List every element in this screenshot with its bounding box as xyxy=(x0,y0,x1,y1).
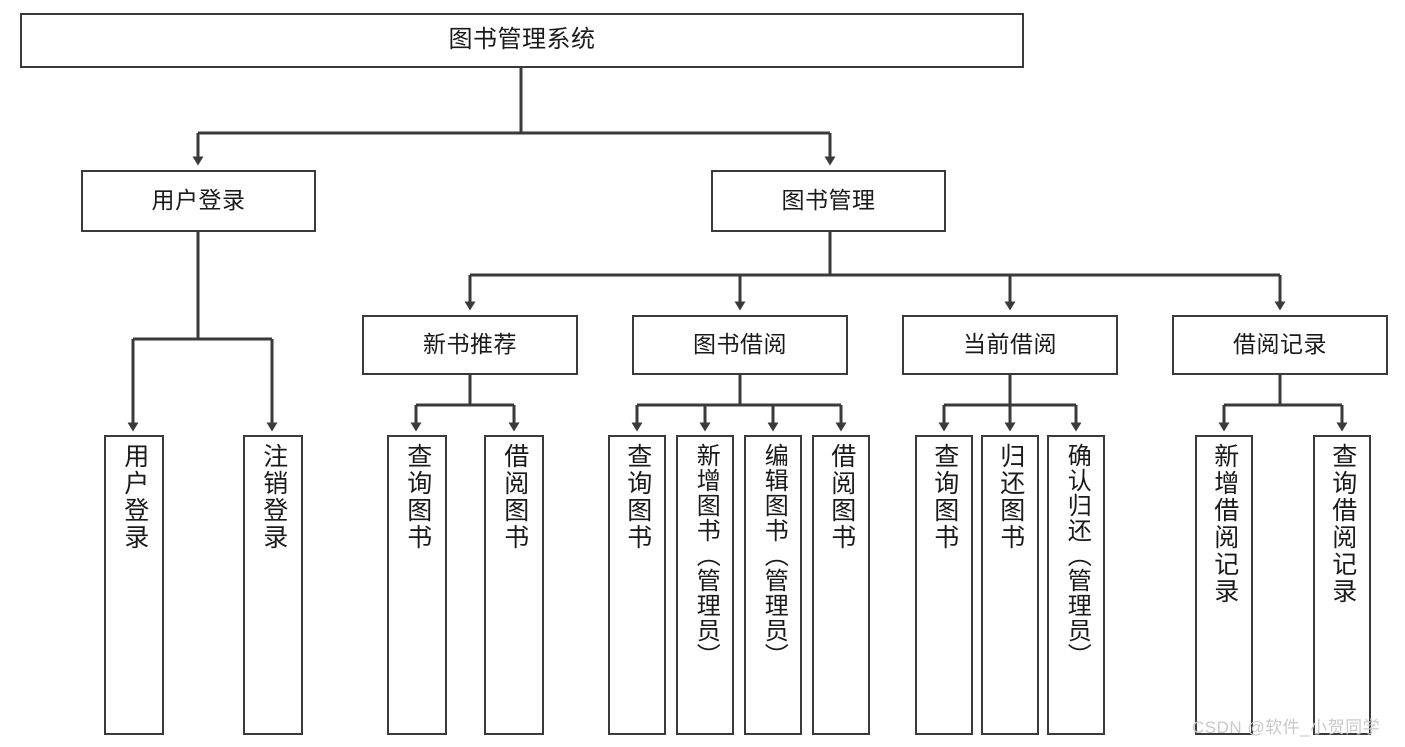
node-root-system[interactable]: 图书管理系统 xyxy=(20,13,1024,68)
node-label: 归还图书 xyxy=(996,443,1025,551)
node-leaf-query-book-1[interactable]: 查询图书 xyxy=(387,435,447,735)
node-user-login[interactable]: 用户登录 xyxy=(81,170,316,232)
watermark: CSDN @软件_小贺同学 xyxy=(1192,718,1381,737)
node-leaf-add-borrow-record[interactable]: 新增借阅记录 xyxy=(1195,435,1253,735)
node-label: 当前借阅 xyxy=(963,331,1057,358)
node-label: 借阅图书 xyxy=(500,443,529,551)
node-label: 新增借阅记录 xyxy=(1210,443,1239,605)
node-label: 确认归还（管理员） xyxy=(1063,443,1091,668)
node-leaf-borrow-book-2[interactable]: 借阅图书 xyxy=(812,435,870,735)
node-label: 编辑图书（管理员） xyxy=(760,443,788,668)
node-leaf-return-book[interactable]: 归还图书 xyxy=(981,435,1039,735)
node-leaf-confirm-return-admin[interactable]: 确认归还（管理员） xyxy=(1047,435,1105,735)
node-leaf-query-book-2[interactable]: 查询图书 xyxy=(608,435,666,735)
node-label: 查询借阅记录 xyxy=(1328,443,1357,605)
node-leaf-query-book-3[interactable]: 查询图书 xyxy=(915,435,973,735)
node-label: 查询图书 xyxy=(930,443,959,551)
node-borrow-record[interactable]: 借阅记录 xyxy=(1172,315,1388,375)
node-label: 用户登录 xyxy=(151,187,246,214)
node-leaf-edit-book-admin[interactable]: 编辑图书（管理员） xyxy=(744,435,802,735)
node-leaf-query-borrow-record[interactable]: 查询借阅记录 xyxy=(1313,435,1371,735)
node-label: 图书管理系统 xyxy=(448,26,596,54)
node-label: 新书推荐 xyxy=(423,331,517,358)
node-label: 注销登录 xyxy=(259,443,288,551)
node-label: 用户登录 xyxy=(120,443,149,551)
node-label: 借阅记录 xyxy=(1233,331,1327,358)
node-label: 查询图书 xyxy=(623,443,652,551)
node-label: 新增图书（管理员） xyxy=(692,443,720,668)
node-label: 借阅图书 xyxy=(827,443,856,551)
node-leaf-borrow-book-1[interactable]: 借阅图书 xyxy=(484,435,544,735)
node-leaf-add-book-admin[interactable]: 新增图书（管理员） xyxy=(676,435,734,735)
node-current-borrow[interactable]: 当前借阅 xyxy=(902,315,1118,375)
node-label: 图书借阅 xyxy=(693,331,787,358)
node-book-manage[interactable]: 图书管理 xyxy=(711,170,946,232)
node-new-book-recommend[interactable]: 新书推荐 xyxy=(362,315,578,375)
node-leaf-logout[interactable]: 注销登录 xyxy=(243,435,303,735)
node-leaf-user-login[interactable]: 用户登录 xyxy=(104,435,164,735)
node-book-borrow[interactable]: 图书借阅 xyxy=(632,315,848,375)
node-label: 查询图书 xyxy=(403,443,432,551)
node-label: 图书管理 xyxy=(781,187,876,214)
